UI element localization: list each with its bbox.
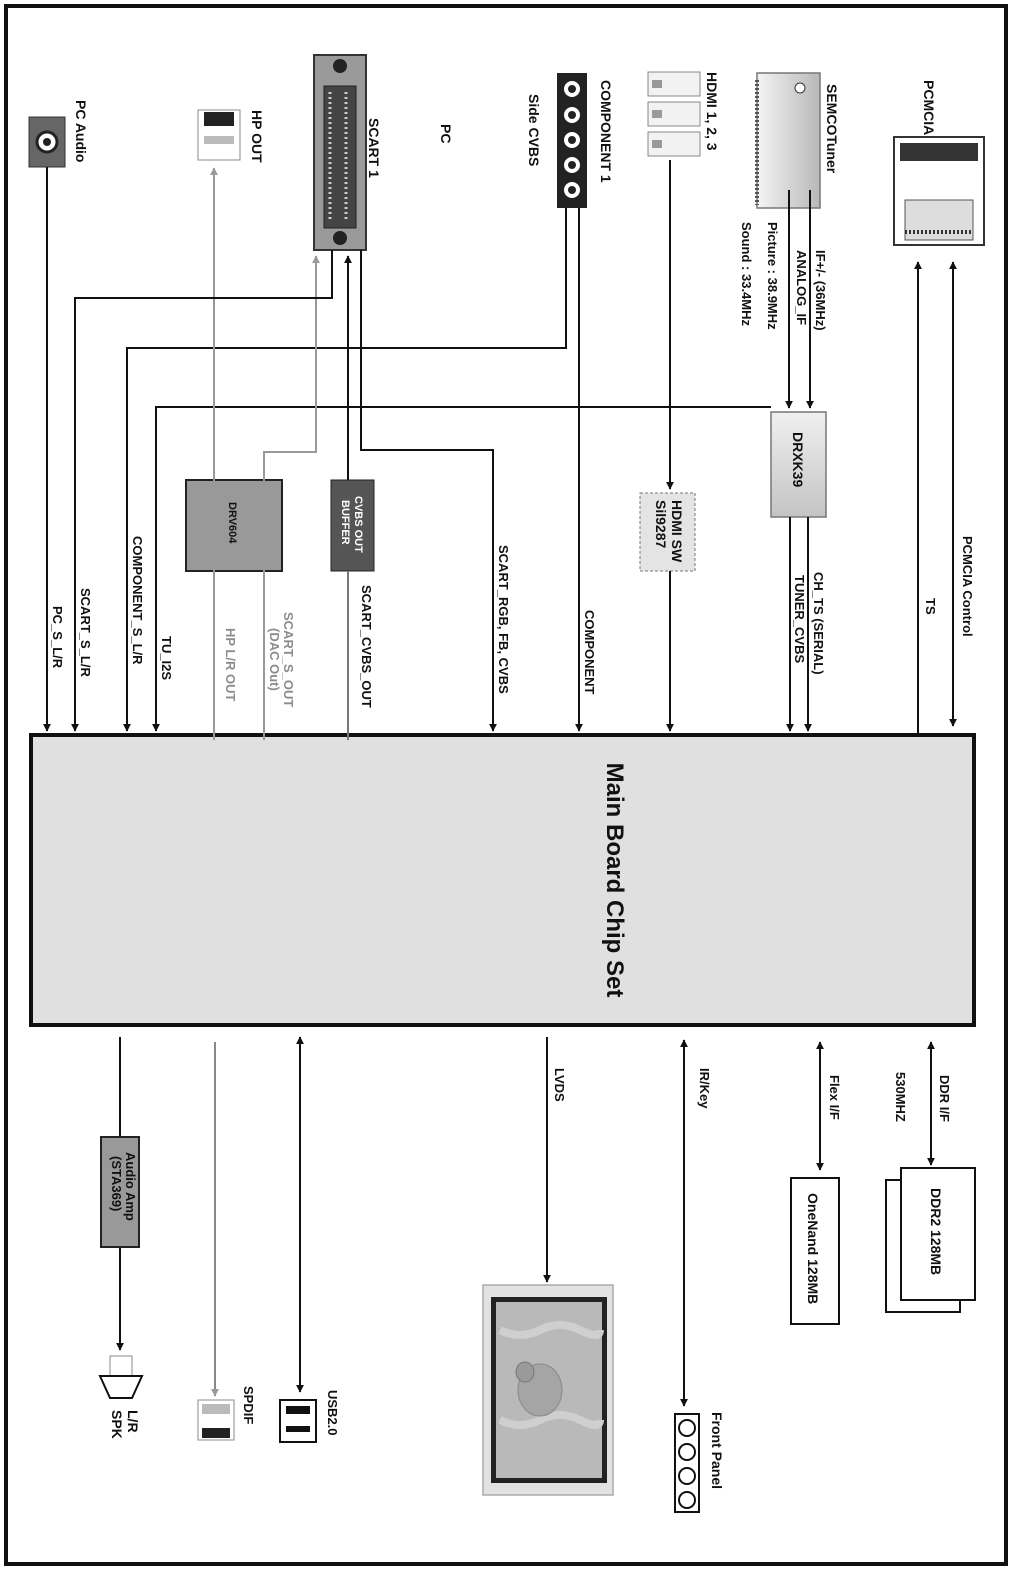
tuner-cvbs-label: TUNER_CVBS <box>792 575 807 663</box>
main-board-chip <box>31 735 974 1025</box>
hdmi-label: HDMI 1, 2, 3 <box>704 72 720 151</box>
scart-connector-icon <box>314 55 366 250</box>
mhz530-label: 530MHZ <box>893 1072 908 1122</box>
if-label-1: IF+/- (36MHz) <box>813 250 828 331</box>
scart-s-out-label-1: SCART_S_OUT <box>281 612 296 707</box>
usb-label: USB2.0 <box>325 1390 340 1436</box>
tuner-module-icon <box>757 73 820 208</box>
ir-key-label: IR/Key <box>697 1068 712 1109</box>
hp-out-jack-icon <box>198 110 240 160</box>
scart1-label: SCART 1 <box>366 118 382 178</box>
component-label: COMPONENT 1 <box>598 80 614 183</box>
pc-label: PC <box>438 124 454 143</box>
hp-lr-out-label: HP L/R OUT <box>223 628 238 701</box>
hdmi-connectors-icon <box>648 72 700 156</box>
pc-audio-label: PC Audio <box>73 100 89 162</box>
pcmcia-label: PCMCIA <box>921 80 937 135</box>
audio-amp-label-1: Audio Amp <box>123 1152 138 1221</box>
cvbs-buffer-label-2: BUFFER <box>339 500 351 545</box>
scart-rgb-label: SCART_RGB, FB, CVBS <box>496 545 511 694</box>
pcmcia-slot-icon <box>894 137 984 245</box>
scart-s-lr-label: SCART_S_L/R <box>78 588 93 677</box>
onenand-label: OneNand 128MB <box>805 1193 821 1304</box>
drxk39-label: DRXK39 <box>790 432 806 487</box>
audio-amp-label-2: (STA369) <box>109 1156 124 1211</box>
hp-out-label: HP OUT <box>249 110 265 163</box>
if-label-2: ANALOG_IF <box>794 250 809 325</box>
flex-if-label: Flex I/F <box>827 1075 842 1120</box>
component-signal-label: COMPONENT <box>582 610 597 695</box>
lr-label: L/R <box>125 1410 141 1433</box>
picture-label: Picture : 38.9MHz <box>765 222 780 330</box>
spdif-jack-icon <box>198 1400 234 1440</box>
pcmcia-control-label: PCMCIA Control <box>960 536 975 637</box>
pc-audio-jack-icon <box>29 117 65 167</box>
main-board-title: Main Board Chip Set <box>601 763 628 998</box>
ddr2-label: DDR2 128MB <box>928 1188 944 1275</box>
lvds-label: LVDS <box>552 1068 567 1102</box>
sound-label: Sound : 33.4MHz <box>739 222 754 327</box>
scart-cvbs-out-label: SCART_CVBS_OUT <box>359 585 374 708</box>
tuner-label: SEMCOTuner <box>824 84 840 174</box>
cvbs-buffer-label-1: CVBS OUT <box>352 496 364 553</box>
hdmi-switch-label-1: HDMI SW <box>669 500 685 563</box>
usb-connector-icon <box>280 1400 316 1442</box>
spk-label: SPK <box>109 1410 125 1439</box>
ts-label: TS <box>923 598 938 615</box>
side-cvbs-label: Side CVBS <box>526 94 542 166</box>
ch-ts-label: CH_TS (SERIAL) <box>811 572 826 675</box>
ddr-if-label: DDR I/F <box>937 1075 952 1122</box>
lcd-panel-icon <box>483 1285 613 1495</box>
front-panel-icon <box>675 1414 699 1512</box>
pc-s-lr-label: PC_S_L/R <box>50 606 65 669</box>
component-s-lr-label: COMPONENT_S_L/R <box>130 536 145 665</box>
scart-s-out-label-2: (DAC Out) <box>267 628 282 691</box>
front-panel-label: Front Panel <box>709 1412 725 1489</box>
tu-i2s-label: TU_I2S <box>159 636 174 680</box>
component-rca-icon <box>557 73 587 208</box>
hdmi-switch-label-2: Sil9287 <box>653 500 669 548</box>
drv604-label: DRV604 <box>226 502 238 544</box>
spdif-label: SPDIF <box>241 1386 256 1424</box>
